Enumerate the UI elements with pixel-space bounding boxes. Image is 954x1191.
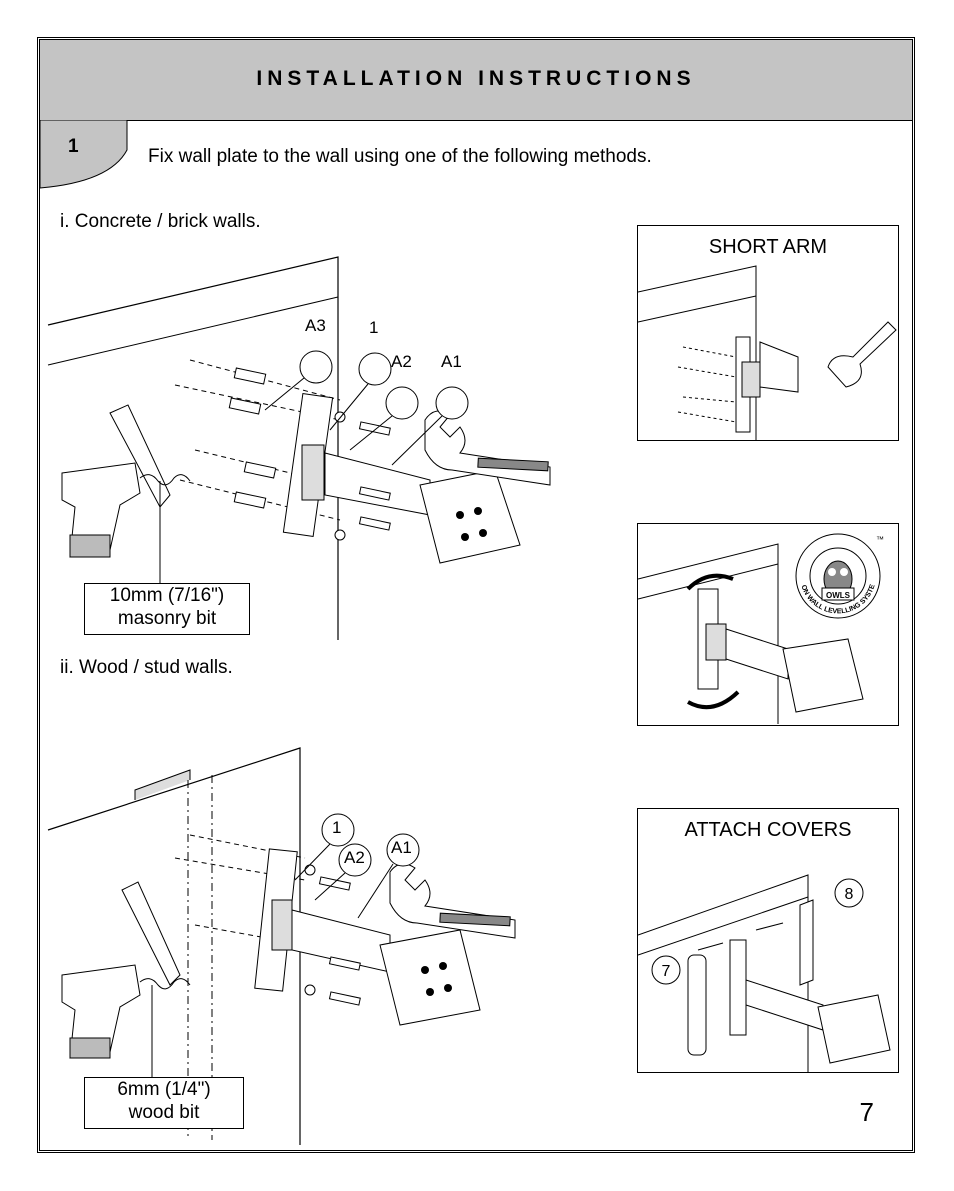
wood-wall-illustration <box>47 747 516 1145</box>
wood-bit-label: 6mm (1/4") wood bit <box>84 1077 244 1129</box>
step-instruction: Fix wall plate to the wall using one of … <box>148 146 652 167</box>
masonry-bit-size: 10mm (7/16") <box>109 585 225 606</box>
step-tab <box>40 120 128 189</box>
owls-trademark: ™ <box>876 535 884 544</box>
owls-logo-text: OWLS <box>826 591 851 600</box>
short-arm-panel: SHORT ARM <box>637 225 899 441</box>
step-number: 1 <box>68 136 79 157</box>
callout-1-wood: 1 <box>332 818 342 837</box>
attach-covers-title: ATTACH COVERS <box>684 819 852 841</box>
callout-8: 8 <box>845 886 854 903</box>
callout-a3: A3 <box>305 316 326 335</box>
page-frame: INSTALLATION INSTRUCTIONS 1 Fix wall pla… <box>37 37 915 1153</box>
wood-walls-heading: ii. Wood / stud walls. <box>60 657 233 678</box>
masonry-bit-label: 10mm (7/16") masonry bit <box>84 583 250 635</box>
short-arm-illustration <box>638 265 897 440</box>
callout-7: 7 <box>662 963 671 980</box>
page-number: 7 <box>859 1097 874 1127</box>
owls-panel: OWLS ™ ON WALL LEVELLING SYSTEM <box>637 523 899 726</box>
wood-bit-size: 6mm (1/4") <box>117 1079 211 1100</box>
concrete-walls-heading: i. Concrete / brick walls. <box>60 211 261 232</box>
callout-1: 1 <box>369 318 379 337</box>
short-arm-title: SHORT ARM <box>708 236 828 258</box>
owls-illustration: OWLS ™ ON WALL LEVELLING SYSTEM <box>638 524 884 724</box>
masonry-bit-type: masonry bit <box>117 608 217 629</box>
callout-a2: A2 <box>391 352 412 371</box>
page-title: INSTALLATION INSTRUCTIONS <box>256 67 696 90</box>
callout-a2-wood: A2 <box>344 848 365 867</box>
callout-a1-wood: A1 <box>391 838 412 857</box>
callout-a1: A1 <box>441 352 462 371</box>
wood-bit-type: wood bit <box>128 1102 200 1123</box>
header-bar: INSTALLATION INSTRUCTIONS <box>40 40 912 121</box>
concrete-wall-illustration <box>47 256 551 640</box>
attach-covers-illustration: 7 8 <box>638 874 891 1073</box>
attach-covers-panel: ATTACH COVERS 7 8 <box>637 808 899 1073</box>
